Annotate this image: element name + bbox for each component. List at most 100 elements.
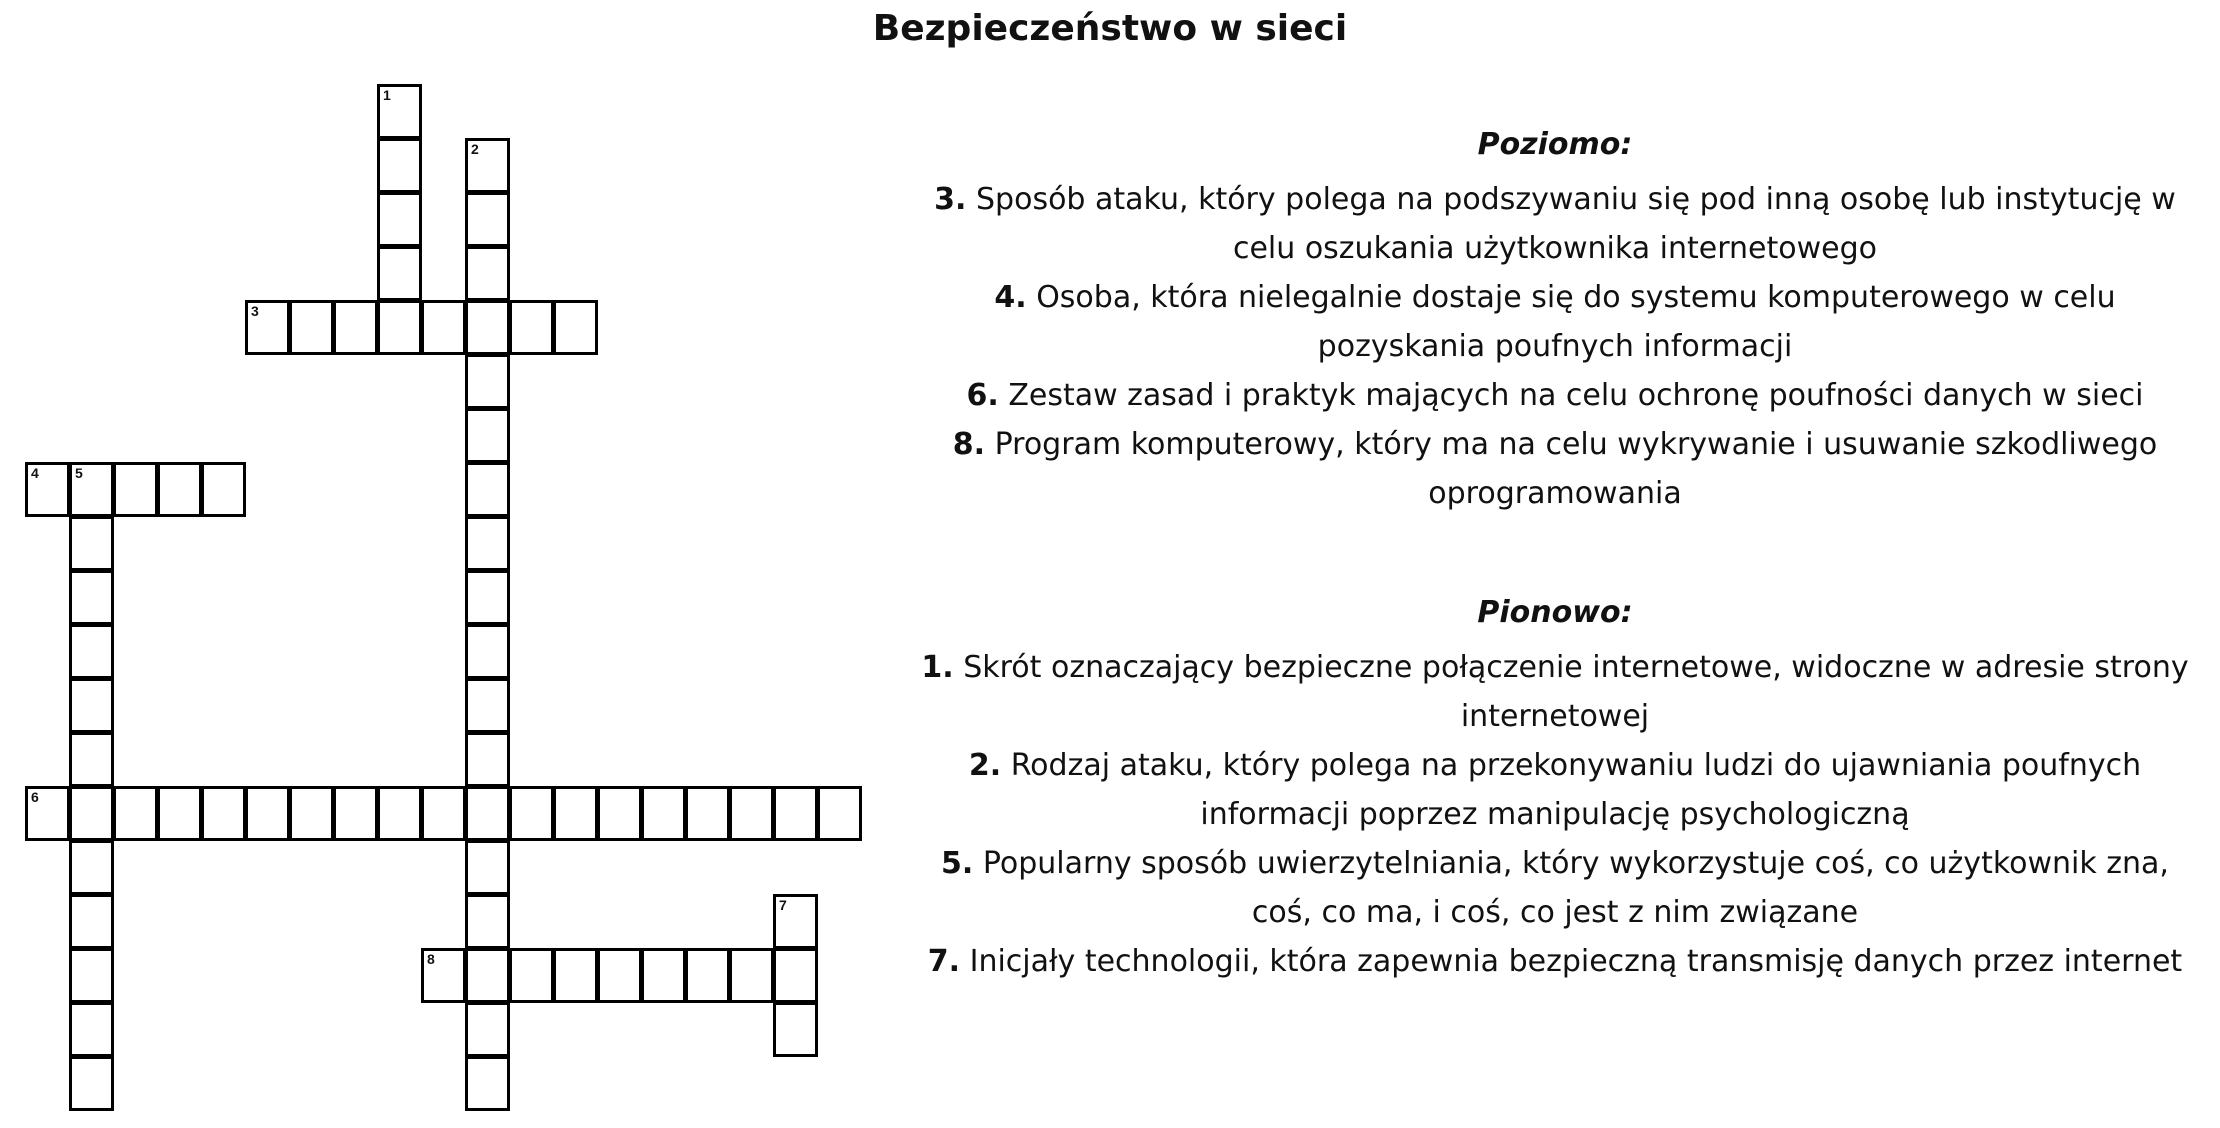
crossword-cell[interactable]: 8 [421, 948, 466, 1003]
crossword-cell[interactable] [465, 894, 510, 949]
crossword-cell[interactable] [465, 948, 510, 1003]
crossword-cell[interactable] [773, 786, 818, 841]
down-clue: 1. Skrót oznaczający bezpieczne połączen… [920, 643, 2190, 741]
crossword-cell[interactable] [69, 840, 114, 895]
crossword-cell[interactable] [773, 1002, 818, 1057]
crossword-cell[interactable] [465, 840, 510, 895]
crossword-cell[interactable] [597, 786, 642, 841]
crossword-cell[interactable] [685, 786, 730, 841]
crossword-cell[interactable] [465, 246, 510, 301]
crossword-cell[interactable] [157, 786, 202, 841]
crossword-cell[interactable] [377, 192, 422, 247]
crossword-cell[interactable] [69, 786, 114, 841]
crossword-cell[interactable] [465, 408, 510, 463]
crossword-cell[interactable] [465, 462, 510, 517]
crossword-cell[interactable] [377, 786, 422, 841]
crossword-cell[interactable] [685, 948, 730, 1003]
crossword-cell[interactable] [69, 732, 114, 787]
crossword-cell[interactable] [773, 948, 818, 1003]
cell-number: 8 [427, 951, 435, 967]
clue-text: Zestaw zasad i praktyk mających na celu … [1008, 378, 2144, 413]
clue-text: Inicjały technologii, która zapewnia bez… [969, 944, 2183, 979]
down-clue: 5. Popularny sposób uwierzytelniania, kt… [920, 839, 2190, 937]
crossword-cell[interactable] [377, 246, 422, 301]
crossword-cell[interactable]: 5 [69, 462, 114, 517]
clue-text: Sposób ataku, który polega na podszywani… [976, 182, 2176, 266]
crossword-cell[interactable]: 1 [377, 84, 422, 139]
crossword-cell[interactable] [465, 570, 510, 625]
crossword-cell[interactable]: 4 [25, 462, 70, 517]
clue-text: Popularny sposób uwierzytelniania, który… [982, 846, 2169, 930]
crossword-cell[interactable] [69, 894, 114, 949]
clue-number: 6. [966, 378, 999, 413]
crossword-cell[interactable] [553, 300, 598, 355]
clue-text: Osoba, która nielegalnie dostaje się do … [1036, 280, 2116, 364]
across-clue: 3. Sposób ataku, który polega na podszyw… [920, 175, 2190, 273]
crossword-cell[interactable] [113, 462, 158, 517]
crossword-cell[interactable] [421, 786, 466, 841]
crossword-cell[interactable] [729, 948, 774, 1003]
crossword-cell[interactable] [641, 948, 686, 1003]
across-clue: 8. Program komputerowy, który ma na celu… [920, 420, 2190, 518]
crossword-cell[interactable] [465, 300, 510, 355]
crossword-cell[interactable] [69, 948, 114, 1003]
crossword-cell[interactable] [465, 354, 510, 409]
down-clue: 2. Rodzaj ataku, który polega na przekon… [920, 741, 2190, 839]
crossword-cell[interactable] [553, 786, 598, 841]
crossword-cell[interactable] [817, 786, 862, 841]
crossword-cell[interactable] [641, 786, 686, 841]
crossword-cell[interactable]: 6 [25, 786, 70, 841]
crossword-cell[interactable] [465, 678, 510, 733]
crossword-title: Bezpieczeństwo w sieci [872, 8, 1348, 49]
crossword-cell[interactable] [509, 948, 554, 1003]
crossword-cell[interactable] [201, 462, 246, 517]
crossword-cell[interactable] [69, 516, 114, 571]
crossword-cell[interactable] [245, 786, 290, 841]
crossword-cell[interactable] [377, 300, 422, 355]
crossword-cell[interactable] [421, 300, 466, 355]
clue-number: 5. [941, 846, 974, 881]
crossword-cell[interactable] [69, 624, 114, 679]
cell-number: 3 [251, 303, 259, 319]
crossword-cell[interactable] [113, 786, 158, 841]
clue-number: 1. [921, 650, 954, 685]
crossword-cell[interactable] [69, 1002, 114, 1057]
crossword-cell[interactable] [289, 786, 334, 841]
crossword-cell[interactable] [465, 516, 510, 571]
crossword-cell[interactable] [377, 138, 422, 193]
crossword-cell[interactable] [465, 1056, 510, 1111]
crossword-cell[interactable] [465, 1002, 510, 1057]
crossword-cell[interactable] [597, 948, 642, 1003]
clue-text: Program komputerowy, który ma na celu wy… [994, 427, 2158, 511]
crossword-cell[interactable] [69, 570, 114, 625]
crossword-cell[interactable] [333, 300, 378, 355]
crossword-cell[interactable]: 7 [773, 894, 818, 949]
crossword-cell[interactable] [465, 786, 510, 841]
crossword-cell[interactable] [465, 732, 510, 787]
across-clue-list: 3. Sposób ataku, który polega na podszyw… [920, 175, 2190, 518]
clue-number: 3. [934, 182, 967, 217]
crossword-cell[interactable] [509, 786, 554, 841]
crossword-cell[interactable] [465, 624, 510, 679]
cell-number: 7 [779, 897, 787, 913]
crossword-cell[interactable] [69, 678, 114, 733]
crossword-cell[interactable] [69, 1056, 114, 1111]
down-clue: 7. Inicjały technologii, która zapewnia … [920, 937, 2190, 986]
crossword-cell[interactable] [729, 786, 774, 841]
crossword-cell[interactable] [201, 786, 246, 841]
crossword-cell[interactable] [157, 462, 202, 517]
crossword-cell[interactable] [465, 192, 510, 247]
across-heading: Poziomo: [1477, 127, 1633, 162]
cell-number: 1 [383, 87, 391, 103]
crossword-cell[interactable] [509, 300, 554, 355]
crossword-cell[interactable] [333, 786, 378, 841]
clue-number: 7. [927, 944, 961, 979]
crossword-cell[interactable]: 3 [245, 300, 290, 355]
crossword-cell[interactable] [289, 300, 334, 355]
across-clue: 4. Osoba, która nielegalnie dostaje się … [920, 273, 2190, 371]
crossword-cell[interactable]: 2 [465, 138, 510, 193]
cell-number: 2 [471, 141, 479, 157]
cell-number: 5 [75, 465, 83, 481]
crossword-cell[interactable] [553, 948, 598, 1003]
